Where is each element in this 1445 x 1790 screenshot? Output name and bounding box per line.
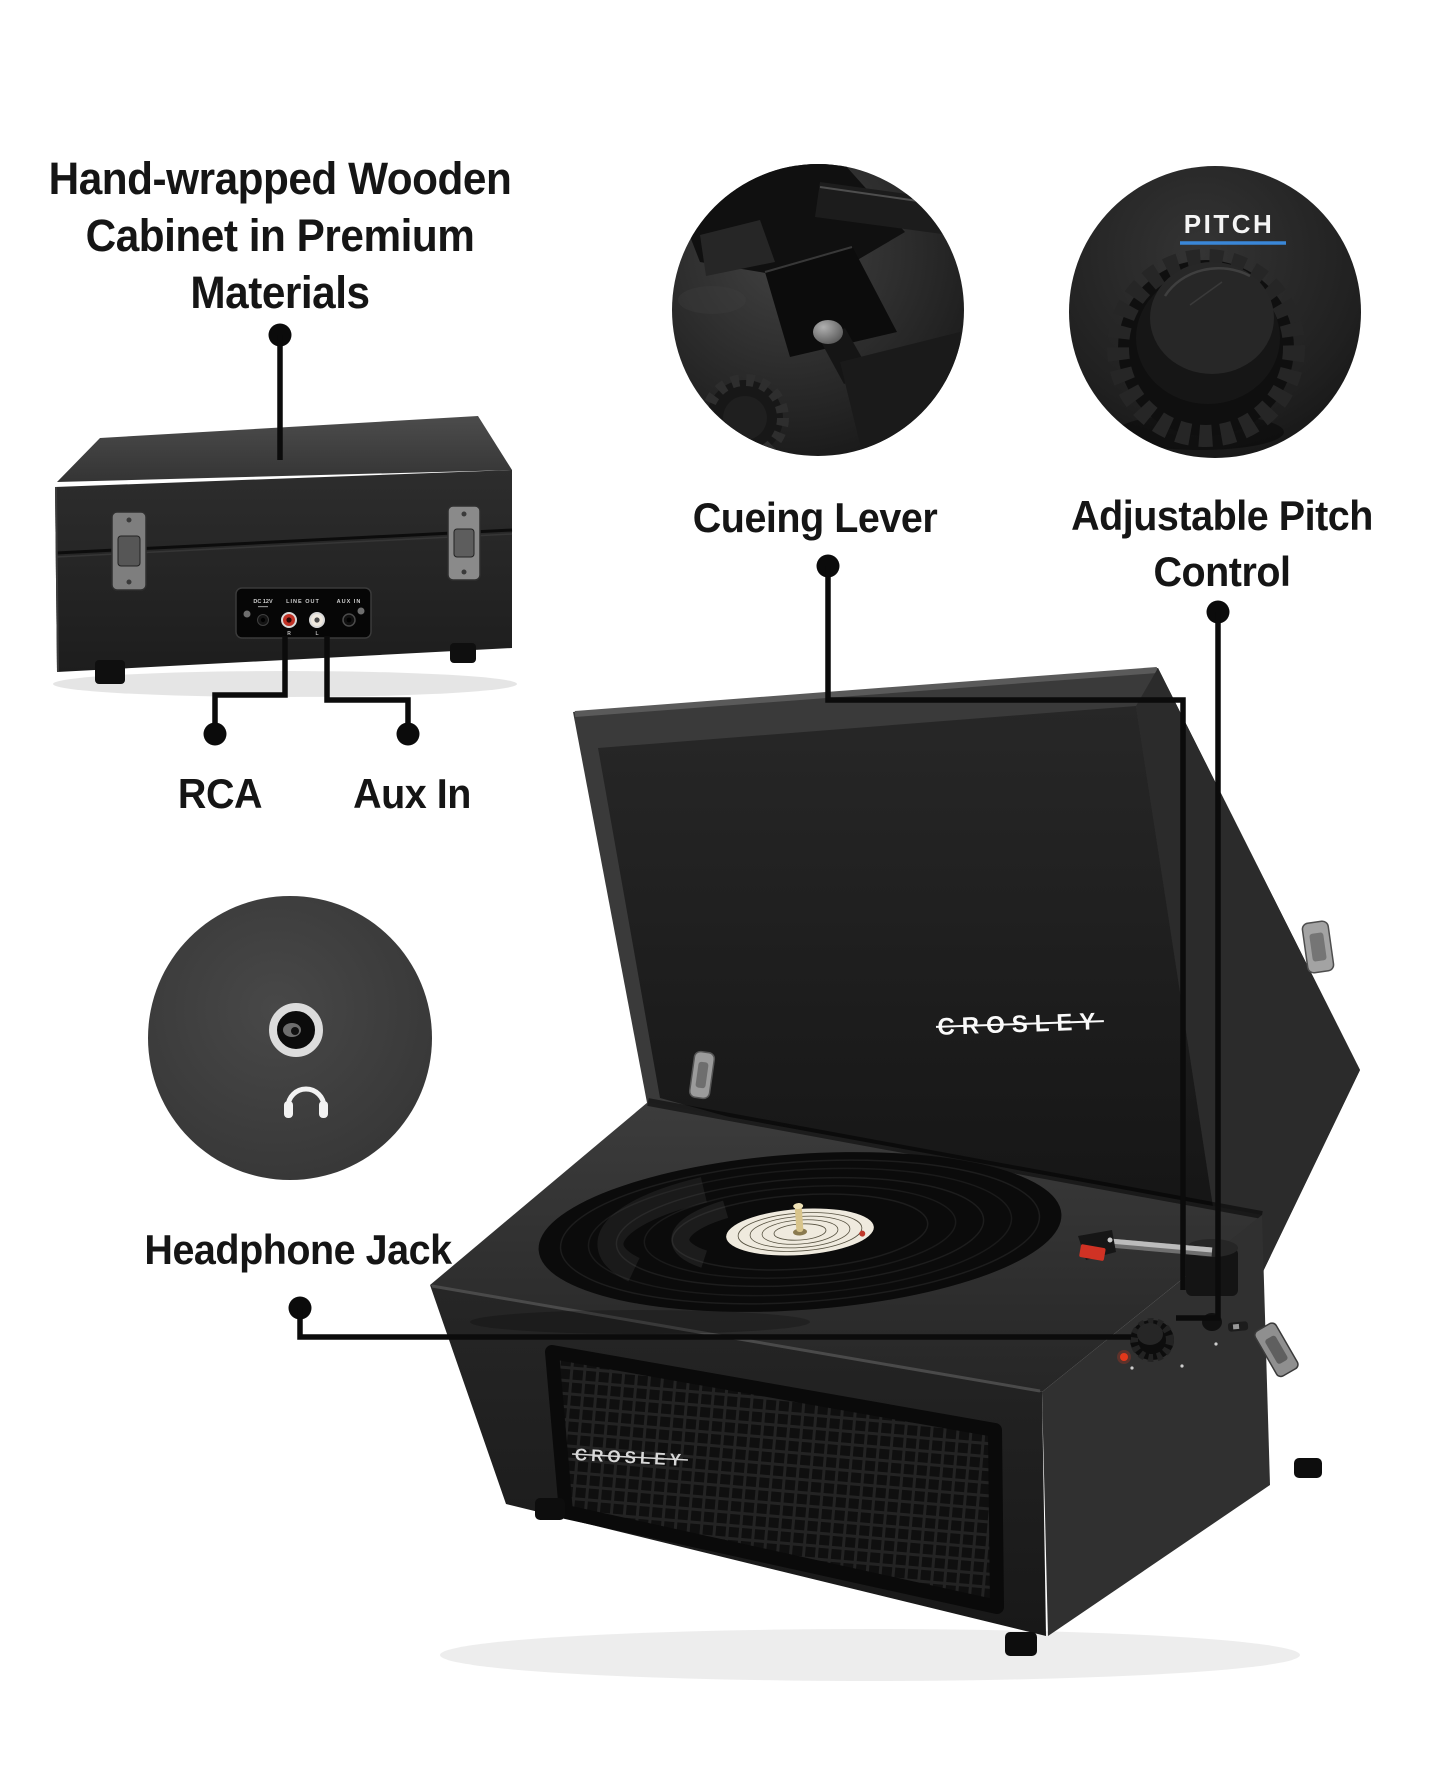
turntable-base: CROSLEY: [430, 1098, 1299, 1636]
dc-port-label: DC 12V: [253, 599, 273, 605]
record-front-shadow: [470, 1310, 810, 1334]
callout-cueing-lever: [816, 554, 1186, 1290]
speaker-grille: CROSLEY: [545, 1345, 1004, 1614]
cabinet-rear-photo: DC 12V LINE OUT R L AUX IN: [53, 416, 517, 697]
cabinet-foot-right: [450, 643, 476, 663]
headphone-icon: [284, 1086, 328, 1118]
cabinet-feature-label-line2: Cabinet in Premium: [85, 210, 475, 261]
pitch-control-label-line2: Control: [1153, 548, 1291, 595]
callout-lines: [203, 323, 1230, 1340]
cabinet-foot-left: [95, 660, 125, 684]
cueing-lever-label: Cueing Lever: [692, 494, 938, 541]
turntable-shadow: [440, 1629, 1300, 1681]
pitch-control-label: Adjustable Pitch Control: [1071, 488, 1373, 600]
turntable-foot-front-right: [1005, 1632, 1037, 1656]
panel-screw-right: [357, 607, 365, 615]
pitch-control-photo-circle: PITCH: [1069, 166, 1361, 458]
lid-inner-face: [598, 706, 1220, 1252]
pitch-knob-top-face: [1150, 262, 1274, 374]
cueing-lever-pin: [813, 320, 843, 344]
cueing-knob-small: [672, 397, 703, 456]
lid-right-outer-face: [1136, 668, 1360, 1282]
lid-latch-right: [1301, 920, 1335, 974]
base-latch-right: [1254, 1322, 1299, 1378]
turntable-foot-right-back: [1294, 1458, 1322, 1478]
headphone-jack-photo-circle: [148, 896, 432, 1180]
headphone-jack-label: Headphone Jack: [144, 1226, 452, 1273]
pitch-control-label-line1: Adjustable Pitch: [1071, 492, 1373, 539]
rca-left-channel-label: L: [315, 631, 318, 637]
callout-headphone-jack: [288, 1296, 1131, 1340]
vinyl-record: [538, 1152, 1062, 1312]
cabinet-latch-right: [447, 505, 481, 581]
cabinet-connection-panel: DC 12V LINE OUT R L AUX IN: [235, 587, 372, 639]
cabinet-feature-label-line1: Hand-wrapped Wooden: [48, 153, 512, 204]
aux-in-label: Aux In: [353, 770, 471, 817]
cabinet-left-edge-highlight: [55, 486, 59, 673]
deck-controls: [1117, 1313, 1249, 1370]
panel-screw-left: [243, 610, 251, 618]
turntable-photo: CROSLEY: [430, 667, 1360, 1681]
callout-rca: [203, 636, 288, 746]
tonearm-cartridge-red: [1079, 1244, 1106, 1261]
cabinet-top-surface: [57, 416, 512, 482]
cabinet-rear-face: [55, 470, 512, 672]
speed-switch: [1227, 1321, 1249, 1332]
cabinet-latch-left: [111, 511, 147, 591]
callout-pitch-control: [1176, 600, 1230, 1321]
cabinet-feature-label: Hand-wrapped Wooden Cabinet in Premium M…: [49, 150, 512, 321]
power-led: [1120, 1353, 1128, 1361]
callout-aux-in: [324, 636, 420, 746]
lid-brand-logo: CROSLEY: [935, 1008, 1104, 1041]
line-out-label: LINE OUT: [286, 599, 320, 605]
lid-latch-left: [688, 1050, 716, 1100]
rca-right-channel-label: R: [287, 631, 291, 637]
cabinet-feature-label-line3: Materials: [190, 267, 370, 318]
record-spindle: [793, 1203, 807, 1236]
aux-in-port-label: AUX IN: [337, 599, 362, 605]
rca-label: RCA: [177, 770, 263, 817]
turntable-foot-front-left: [535, 1498, 565, 1520]
pitch-knob-label: PITCH: [1184, 209, 1275, 239]
tonearm: [1078, 1230, 1238, 1296]
callout-cabinet: [268, 323, 292, 460]
